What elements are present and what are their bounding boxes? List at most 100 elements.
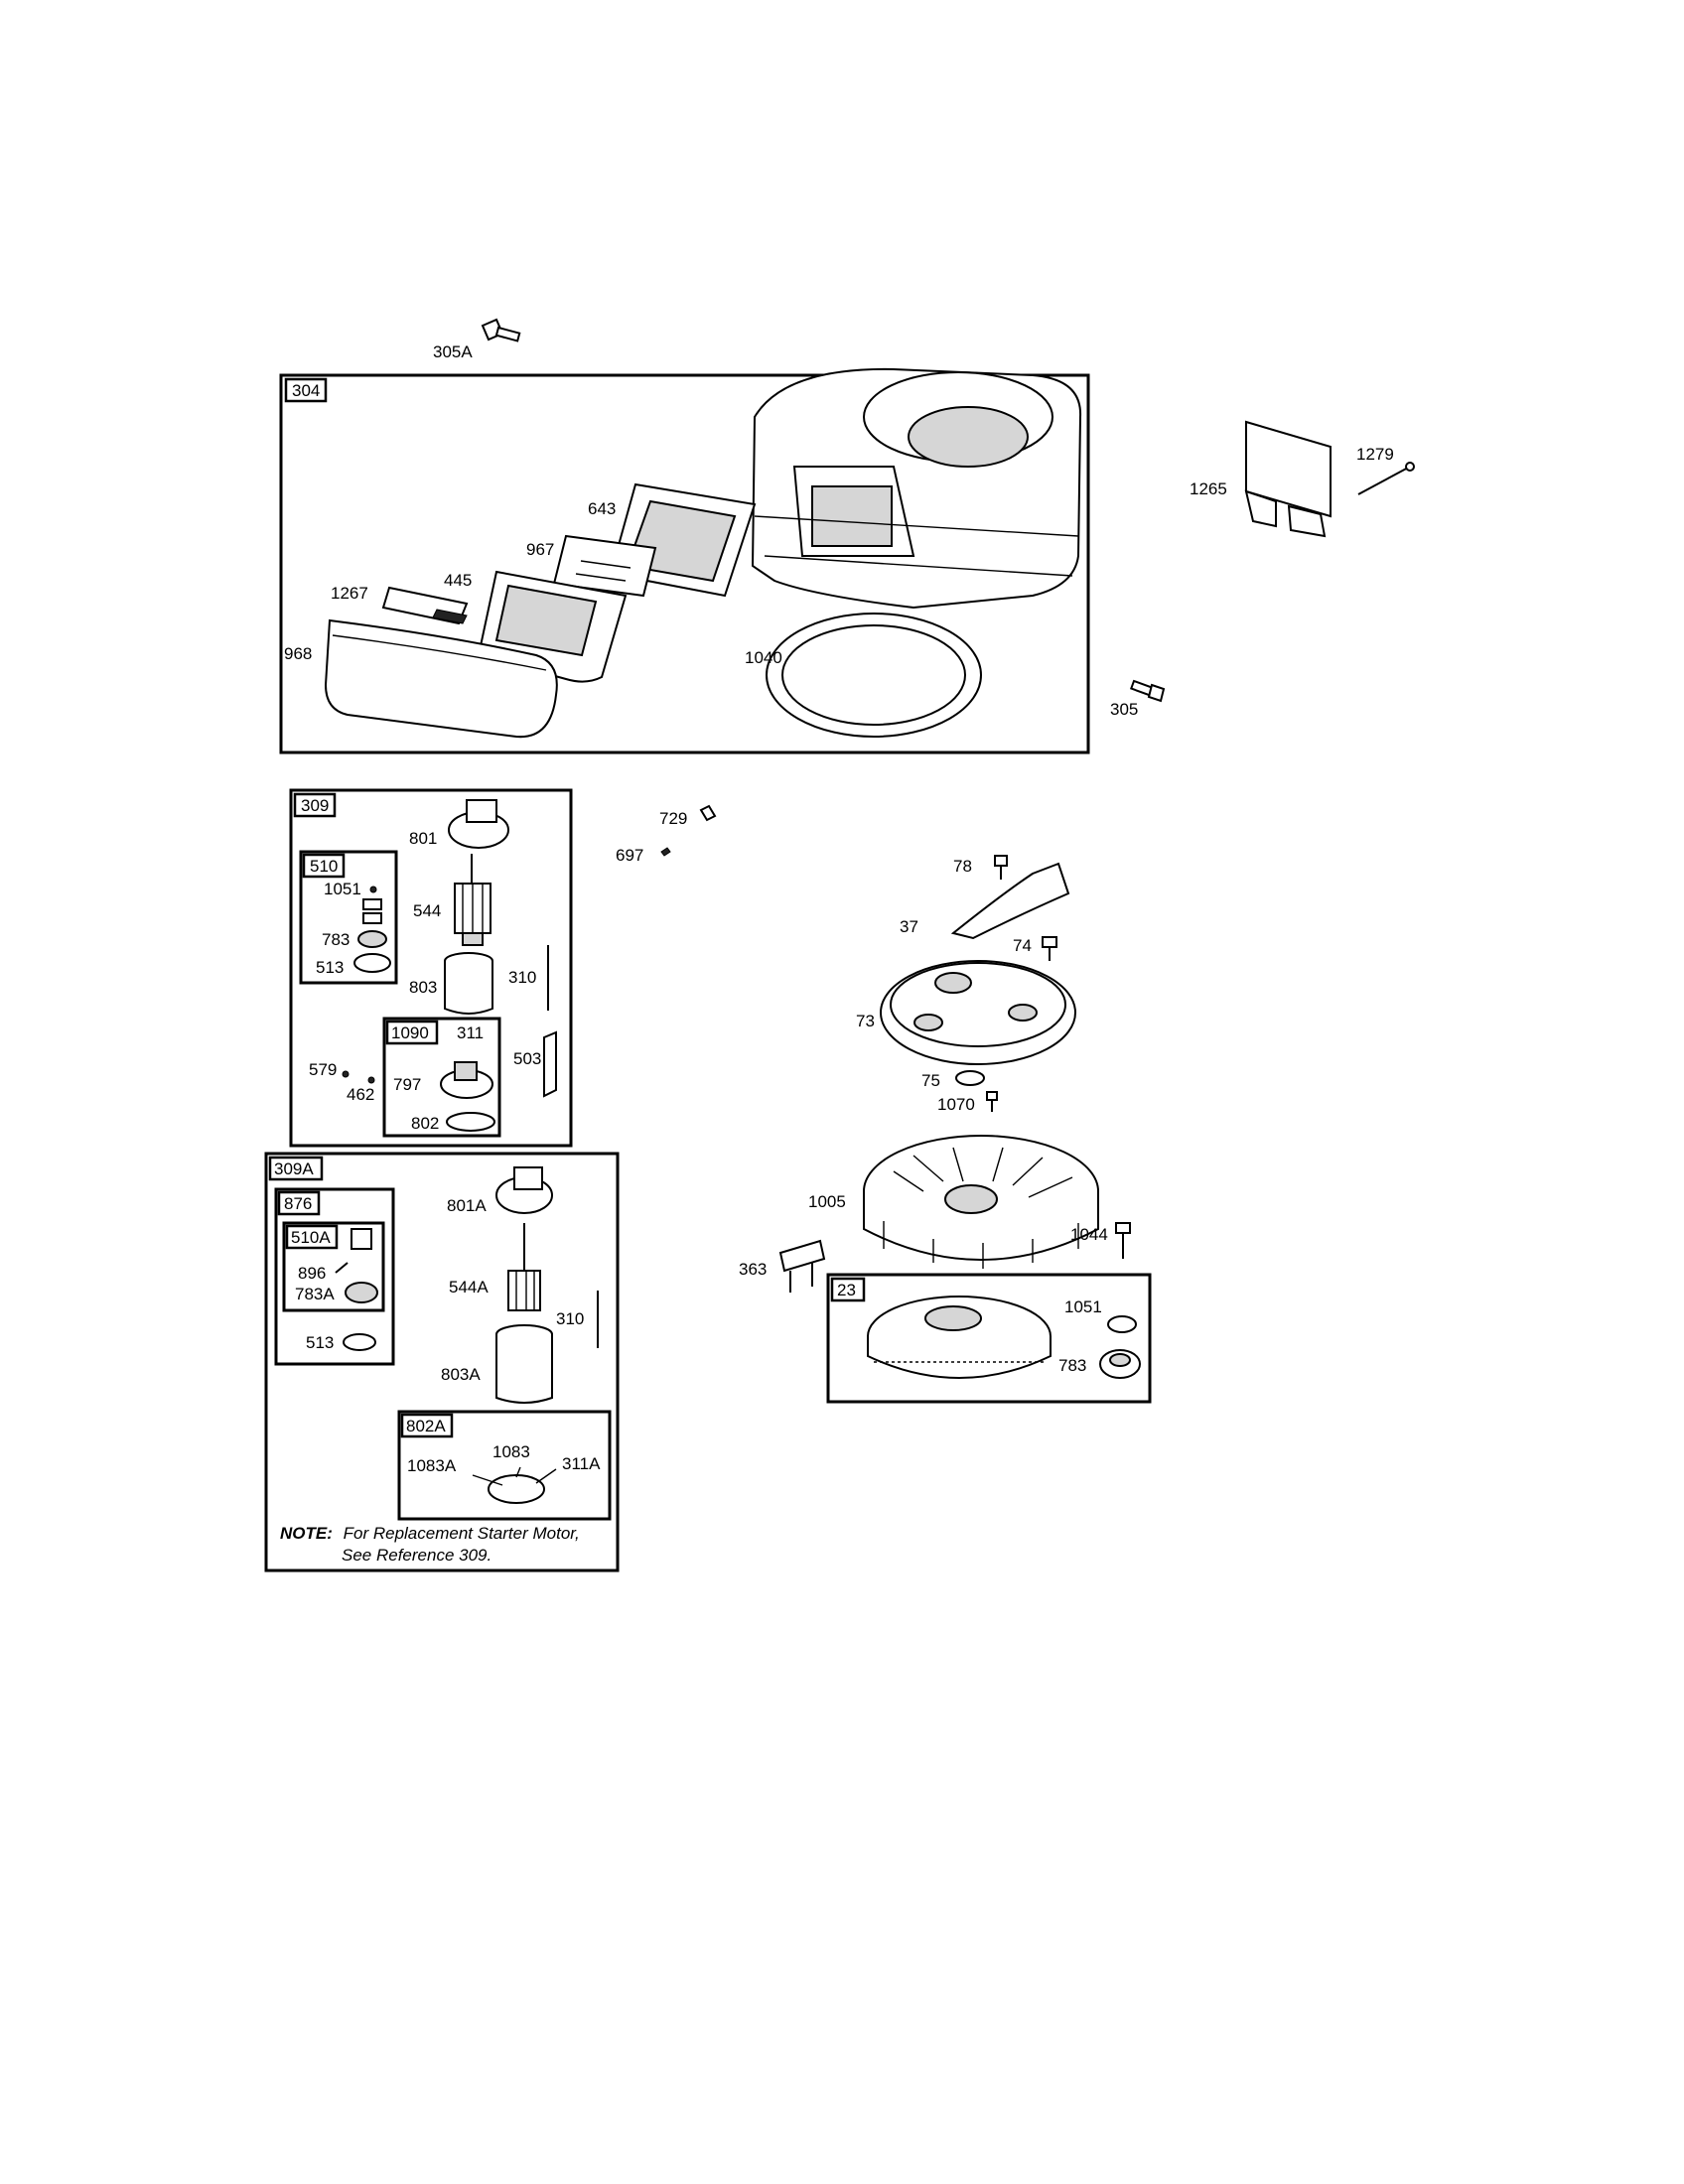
label-729: 729 xyxy=(659,809,687,828)
label-1267: 1267 xyxy=(331,584,368,603)
label-513-309a: 513 xyxy=(306,1333,334,1352)
plate-967-illustration xyxy=(552,534,657,598)
group-23-tag: 23 xyxy=(837,1281,856,1299)
bolt-1279-illustration xyxy=(1357,462,1415,495)
label-305a: 305A xyxy=(433,342,473,361)
label-1051-starter: 1051 xyxy=(324,880,361,898)
label-1083a: 1083A xyxy=(407,1456,457,1475)
part-1051-flywheel-illustration xyxy=(1107,1315,1137,1333)
ring-1040-illustration xyxy=(766,613,982,738)
screw-74-illustration xyxy=(1042,936,1057,961)
label-1051-flywheel: 1051 xyxy=(1064,1297,1102,1316)
label-1083: 1083 xyxy=(492,1442,530,1461)
label-74: 74 xyxy=(1013,936,1032,955)
washer-802-illustration xyxy=(446,1112,495,1132)
label-801: 801 xyxy=(409,829,437,848)
key-729-illustration xyxy=(699,804,717,822)
label-37: 37 xyxy=(900,917,918,936)
group-304-tag-box xyxy=(284,377,328,403)
part-579-illustration xyxy=(342,1070,350,1078)
cover-968-illustration xyxy=(324,618,558,739)
screw-78-illustration xyxy=(994,855,1008,880)
group-876-tag-box xyxy=(277,1190,321,1216)
label-803: 803 xyxy=(409,978,437,997)
label-697: 697 xyxy=(616,846,643,865)
label-445: 445 xyxy=(444,571,472,590)
flywheel-23-illustration xyxy=(867,1296,1052,1379)
brush-plate-797-illustration xyxy=(440,1061,493,1099)
label-1070: 1070 xyxy=(937,1095,975,1114)
label-310-starter: 310 xyxy=(508,968,536,987)
label-803a: 803A xyxy=(441,1365,481,1384)
label-783-flywheel: 783 xyxy=(1058,1356,1086,1375)
washer-75-illustration xyxy=(955,1070,985,1086)
label-643: 643 xyxy=(588,499,616,518)
note-text-1: For Replacement Starter Motor, xyxy=(344,1524,580,1543)
starter-drive-510-illustration xyxy=(353,886,391,973)
group-510-frame xyxy=(299,850,398,985)
group-304-frame xyxy=(279,373,1090,754)
group-1090-frame xyxy=(382,1017,501,1138)
label-896: 896 xyxy=(298,1264,326,1283)
group-1090-tag-box xyxy=(385,1020,439,1045)
screw-1070-illustration xyxy=(986,1091,998,1112)
bolt-1044-illustration xyxy=(1115,1222,1131,1259)
group-510-tag-box xyxy=(302,853,346,879)
bracket-1265-illustration xyxy=(1244,420,1332,538)
label-78: 78 xyxy=(953,857,972,876)
label-462: 462 xyxy=(347,1085,374,1104)
end-cap-801-illustration xyxy=(448,799,509,849)
group-309-tag: 309 xyxy=(301,796,329,815)
note-prefix: NOTE: xyxy=(280,1524,333,1543)
part-462-illustration xyxy=(367,1076,375,1084)
shield-37-illustration xyxy=(950,862,1070,940)
label-544: 544 xyxy=(413,901,441,920)
label-311: 311 xyxy=(457,1024,484,1042)
brush-plate-802a-illustration xyxy=(472,1466,557,1504)
blower-housing-illustration xyxy=(751,367,1082,610)
group-802a-frame xyxy=(397,1410,612,1521)
label-967: 967 xyxy=(526,540,554,559)
end-cap-801a-illustration xyxy=(495,1166,553,1214)
bracket-363-illustration xyxy=(778,1239,826,1293)
group-510a-tag-box xyxy=(285,1224,339,1250)
flywheel-1005-illustration xyxy=(863,1135,1099,1269)
group-510a-frame xyxy=(282,1221,385,1312)
note-line-1: NOTE: For Replacement Starter Motor, xyxy=(280,1524,580,1543)
fan-cover-73-illustration xyxy=(880,960,1076,1065)
group-304-tag: 304 xyxy=(292,381,320,400)
group-23-tag-box xyxy=(830,1277,866,1302)
label-579: 579 xyxy=(309,1060,337,1079)
group-309a-frame xyxy=(264,1152,620,1572)
group-23-frame xyxy=(826,1273,1152,1404)
label-1044: 1044 xyxy=(1070,1225,1108,1244)
screw-305a-illustration xyxy=(481,318,521,342)
clip-503-illustration xyxy=(543,1030,557,1098)
part-1267-illustration xyxy=(381,586,469,625)
label-73: 73 xyxy=(856,1012,875,1030)
label-503: 503 xyxy=(513,1049,541,1068)
part-513-309a-illustration xyxy=(343,1333,376,1351)
key-697-illustration xyxy=(660,847,671,857)
label-1279: 1279 xyxy=(1356,445,1394,464)
label-1265: 1265 xyxy=(1190,479,1227,498)
label-544a: 544A xyxy=(449,1278,489,1297)
label-783-starter: 783 xyxy=(322,930,350,949)
group-802a-tag-box xyxy=(400,1413,454,1438)
bracket-643-illustration xyxy=(609,482,757,598)
screw-305-illustration xyxy=(1129,679,1166,703)
label-797: 797 xyxy=(393,1075,421,1094)
starter-drive-510a-illustration xyxy=(335,1228,378,1303)
armature-544-illustration xyxy=(454,854,491,946)
housing-803-illustration xyxy=(444,952,493,1015)
label-1005: 1005 xyxy=(808,1192,846,1211)
armature-544a-illustration xyxy=(507,1223,541,1311)
label-310-309a: 310 xyxy=(556,1309,584,1328)
note-line-2: See Reference 309. xyxy=(342,1546,491,1565)
gear-783-flywheel-illustration xyxy=(1099,1349,1141,1379)
group-309-tag-box xyxy=(293,792,337,818)
label-513-starter: 513 xyxy=(316,958,344,977)
housing-803a-illustration xyxy=(495,1324,553,1404)
group-1090-tag: 1090 xyxy=(391,1024,429,1042)
